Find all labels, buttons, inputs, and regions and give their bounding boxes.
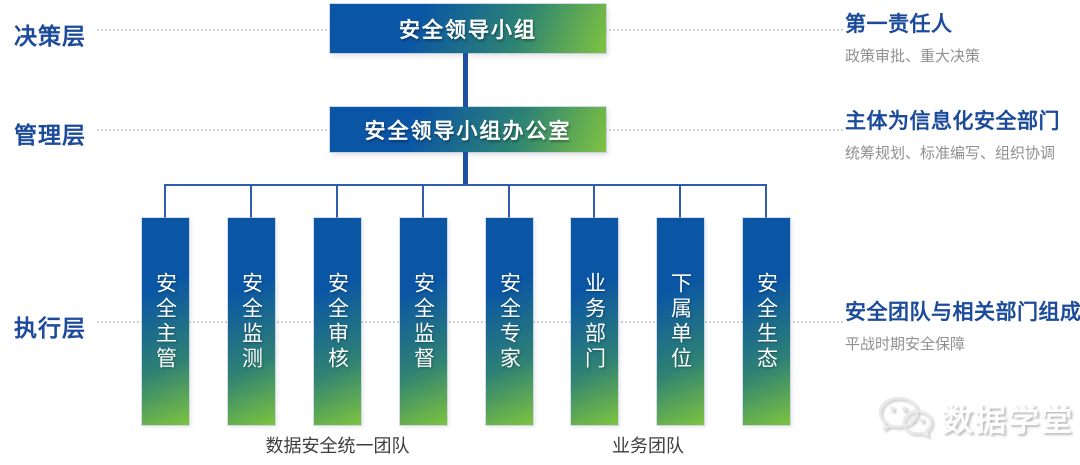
node-leading-group-office: 安全领导小组办公室 <box>330 107 606 152</box>
watermark-text: 数据学堂 <box>942 402 1074 439</box>
column-label: 安全审核 <box>325 271 350 372</box>
annotation-decision: 第一责任人 政策审批、重大决策 <box>845 8 1077 66</box>
column-label: 安全监测 <box>239 271 264 372</box>
column-box-security-director: 安全主管 <box>142 218 189 425</box>
column-label: 下属单位 <box>668 271 693 372</box>
annotation-title: 安全团队与相关部门组成 <box>845 300 1080 324</box>
layer-label-management: 管理层 <box>14 123 86 149</box>
connector-drop-3 <box>336 184 338 218</box>
connector-drop-7 <box>679 184 681 218</box>
connector-drop-2 <box>250 184 252 218</box>
annotation-management: 主体为信息化安全部门 统筹规划、标准编写、组织协调 <box>845 105 1077 163</box>
group-label-business-team: 业务团队 <box>612 436 684 457</box>
node-security-leading-group: 安全领导小组 <box>330 4 606 53</box>
column-box-subordinate-units: 下属单位 <box>657 218 704 425</box>
annotation-execution: 安全团队与相关部门组成 平战时期安全保障 <box>845 296 1080 354</box>
column-label: 安全专家 <box>497 271 522 372</box>
column-box-security-monitoring: 安全监测 <box>228 218 275 425</box>
layer-label-execution: 执行层 <box>14 316 86 342</box>
annotation-sub: 政策审批、重大决策 <box>845 47 981 65</box>
connector-drop-6 <box>593 184 595 218</box>
connector-drop-1 <box>164 184 166 218</box>
connector-drop-8 <box>765 184 767 218</box>
group-label-unified-data-security-team: 数据安全统一团队 <box>265 436 410 457</box>
connector-drop-4 <box>422 184 424 218</box>
column-box-security-supervision: 安全监督 <box>400 218 447 425</box>
connector-drop-5 <box>508 184 510 218</box>
column-label: 业务部门 <box>582 271 607 372</box>
execution-layer-dotline <box>97 321 843 323</box>
wechat-icon <box>878 396 933 438</box>
watermark: 数据学堂 <box>876 394 1074 440</box>
column-box-business-dept: 业务部门 <box>571 218 618 425</box>
layer-label-decision: 决策层 <box>14 24 86 50</box>
column-box-security-ecosystem: 安全生态 <box>743 218 790 425</box>
column-box-security-experts: 安全专家 <box>486 218 533 425</box>
annotation-sub: 平战时期安全保障 <box>845 335 966 353</box>
column-label: 安全生态 <box>754 271 779 372</box>
connector-top-to-office <box>463 53 468 107</box>
connector-office-to-tree <box>463 152 468 185</box>
column-label: 安全监督 <box>411 271 436 372</box>
annotation-sub: 统筹规划、标准编写、组织协调 <box>845 144 1056 162</box>
connector-tree-horizontal <box>164 184 767 186</box>
column-box-security-audit: 安全审核 <box>314 218 361 425</box>
annotation-title: 主体为信息化安全部门 <box>845 109 1060 133</box>
annotation-title: 第一责任人 <box>845 12 953 36</box>
column-label: 安全主管 <box>153 271 178 372</box>
